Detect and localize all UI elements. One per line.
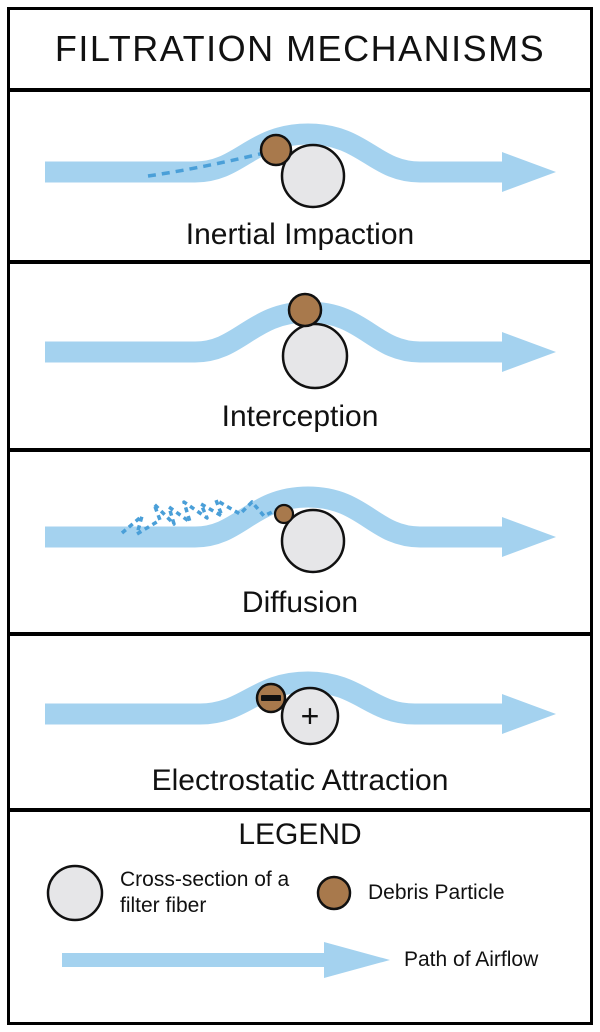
airflow-stream [45,301,506,363]
panel-electrostatic-attraction: + Electrostatic Attraction [10,636,590,812]
panel-label-interception: Interception [221,400,379,433]
airflow-stream [45,486,506,548]
airflow-arrowhead [502,332,556,372]
title-bar: FILTRATION MECHANISMS [10,10,590,92]
airflow-arrowhead [324,942,390,978]
airflow-arrowhead [502,152,556,192]
diagram-title: FILTRATION MECHANISMS [54,28,546,69]
legend-airflow-label: Path of Airflow [404,948,539,971]
debris-particle [259,133,293,167]
debris-particle [287,292,323,328]
airflow-arrowhead [502,694,556,734]
electrostatic-graphic: + [45,671,556,746]
diffusion-graphic [45,486,556,574]
interception-graphic [45,292,556,390]
legend-airflow-row: Path of Airflow [10,940,590,980]
filter-fiber-circle [280,508,346,574]
legend-fiber-symbol [46,864,104,922]
brownian-random-path-dashed [120,498,277,536]
diagram-frame: FILTRATION MECHANISMS Inertial Impaction… [7,7,593,1025]
legend-symbols-row: Cross-section of a filter fiber Debris P… [10,862,590,924]
legend-debris-symbol [316,875,352,911]
inertial-path-dashed-line [147,151,265,178]
legend-debris-label: Debris Particle [368,881,505,904]
legend-fiber-label: Cross-section of a filter fiber [120,867,290,917]
debris-particle [316,875,352,911]
inertial-impaction-graphic [45,123,556,209]
airflow-stream [45,671,506,725]
panel-inertial-impaction: Inertial Impaction [10,92,590,264]
panel-label-inertial-impaction: Inertial Impaction [185,218,415,251]
filter-fiber-circle [280,686,340,746]
panel-diffusion: Diffusion [10,452,590,636]
debris-particle-small [273,503,295,525]
legend-item-fiber: Cross-section of a filter fiber [44,862,314,924]
legend-title: LEGEND [238,818,362,851]
filter-fiber-circle [46,864,104,922]
airflow-arrow-body [62,953,324,967]
airflow-stream [45,123,506,183]
panel-label-diffusion: Diffusion [241,586,359,619]
airflow-arrowhead [502,517,556,557]
legend-item-debris: Debris Particle [314,873,505,913]
legend-panel: LEGEND Cross-section of a filter fiber D… [10,812,590,1022]
minus-sign [261,695,281,701]
filter-fiber-circle [280,143,346,209]
panel-label-electrostatic-attraction: Electrostatic Attraction [151,764,449,797]
panel-interception: Interception [10,264,590,452]
plus-sign: + [301,698,320,734]
filter-fiber-circle [281,322,349,390]
legend-airflow-arrow [62,942,390,978]
